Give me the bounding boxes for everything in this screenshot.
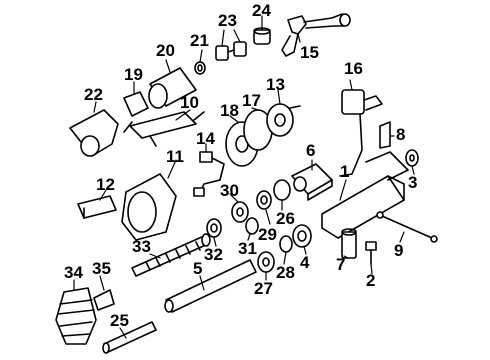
- leader-lines: [73, 15, 415, 339]
- callout-3: 3: [408, 173, 418, 192]
- callout-12: 12: [96, 175, 115, 194]
- callout-35: 35: [92, 259, 111, 278]
- callout-20: 20: [156, 41, 175, 60]
- callout-19: 19: [124, 65, 143, 84]
- part-housing: [121, 173, 177, 241]
- callout-10: 10: [180, 93, 199, 112]
- callout-29: 29: [258, 225, 277, 244]
- callout-18: 18: [220, 101, 239, 120]
- callout-6: 6: [306, 141, 316, 160]
- callout-27: 27: [254, 279, 273, 298]
- part-column-jacket: [321, 151, 409, 239]
- callout-31: 31: [238, 239, 257, 258]
- callout-23: 23: [218, 11, 237, 30]
- part-lever-housing: [341, 228, 357, 259]
- callout-8: 8: [396, 125, 406, 144]
- callout-30: 30: [220, 181, 239, 200]
- callout-15: 15: [300, 43, 319, 62]
- callout-25: 25: [110, 311, 129, 330]
- callout-32: 32: [204, 245, 223, 264]
- callout-13: 13: [266, 75, 285, 94]
- callout-5: 5: [193, 259, 203, 278]
- part-wiring-connector: [193, 151, 225, 197]
- callout-7: 7: [336, 255, 346, 274]
- callout-2: 2: [366, 271, 376, 290]
- callout-1: 1: [340, 162, 350, 181]
- callout-34: 34: [64, 263, 83, 282]
- part-mount-bracket: [77, 195, 117, 219]
- callout-11: 11: [166, 147, 184, 166]
- callout-4: 4: [300, 253, 310, 272]
- callout-22: 22: [84, 85, 103, 104]
- callout-26: 26: [276, 209, 295, 228]
- part-turn-signal-lever: [281, 13, 351, 57]
- part-bearings: [206, 179, 291, 238]
- part-small-bushings: [257, 235, 293, 273]
- part-small-bracket: [379, 121, 391, 149]
- part-steering-shaft: [131, 233, 211, 277]
- part-bolt: [365, 241, 377, 265]
- callout-33: 33: [132, 237, 151, 256]
- part-switch-plates: [225, 103, 301, 167]
- callout-16: 16: [344, 59, 363, 78]
- callout-9: 9: [394, 241, 404, 260]
- part-harness-bracket: [123, 111, 205, 147]
- part-retainer: [405, 149, 419, 167]
- callout-17: 17: [242, 91, 261, 110]
- part-intermediate-shaft: [102, 321, 157, 354]
- part-lock-cylinder: [69, 67, 197, 157]
- callout-28: 28: [276, 263, 295, 282]
- part-lock-housing: [291, 163, 333, 201]
- part-rod: [376, 211, 438, 243]
- part-column-bushing: [292, 224, 312, 248]
- callout-24: 24: [252, 1, 271, 20]
- part-ignition-switch: [339, 89, 383, 177]
- callout-14: 14: [196, 129, 215, 148]
- callout-21: 21: [190, 31, 209, 50]
- part-boot: [55, 287, 115, 345]
- part-shaft-tube: [164, 259, 257, 313]
